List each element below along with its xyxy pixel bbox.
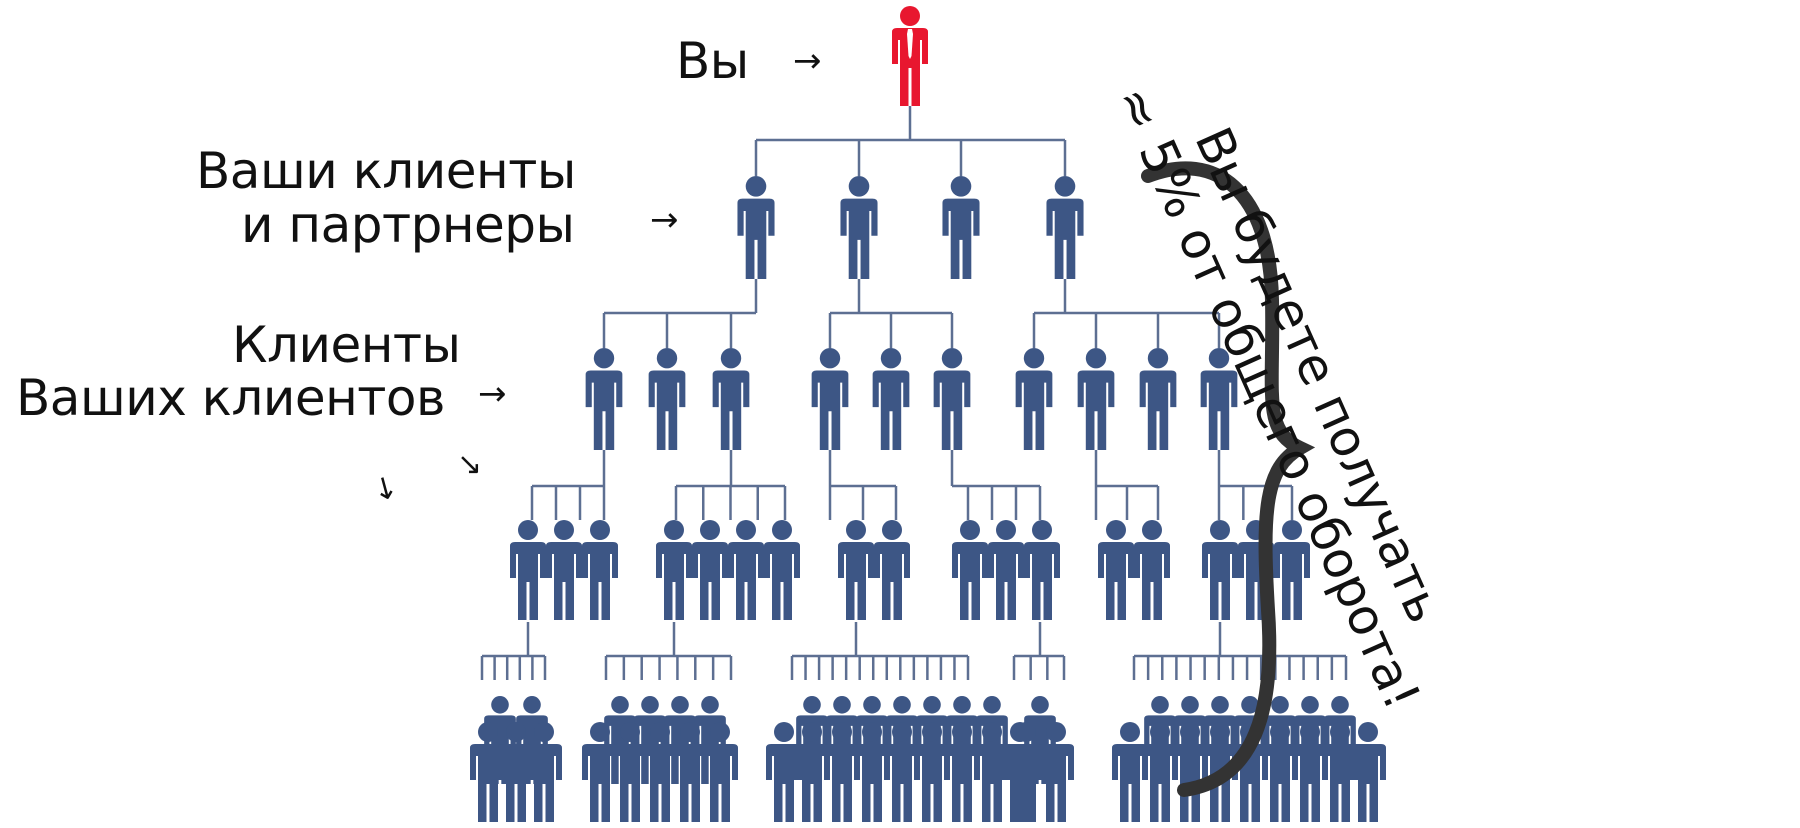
arrow-right-icon: →: [793, 41, 822, 81]
subclient-person-icon: [838, 520, 874, 620]
client-person-icon: [585, 348, 623, 450]
crowd-person-icon: [1292, 722, 1328, 822]
curly-brace: [1141, 161, 1316, 797]
client-person-icon: [1200, 348, 1238, 450]
subclient-person-icon: [510, 520, 546, 620]
crowd-person-icon: [612, 722, 648, 822]
subclient-person-icon: [546, 520, 582, 620]
client-person-icon: [811, 348, 849, 450]
crowd-person-icon: [1038, 722, 1074, 822]
crowd-person-icon: [914, 722, 950, 822]
crowd-person-icon: [672, 722, 708, 822]
subclient-person-icon: [656, 520, 692, 620]
partner-person-icon: [942, 176, 980, 279]
crowd-person-icon: [1008, 722, 1044, 822]
arrow-right-icon: →: [650, 200, 679, 240]
crowd-person-icon: [1322, 722, 1358, 822]
client-person-icon: [712, 348, 750, 450]
partner-person-icon: [1046, 176, 1084, 279]
subclient-person-icon: [1202, 520, 1238, 620]
subclient-person-icon: [874, 520, 910, 620]
label-you: Вы: [676, 32, 749, 90]
subclient-person-icon: [952, 520, 988, 620]
crowd-person-icon: [854, 722, 890, 822]
client-person-icon: [648, 348, 686, 450]
subclient-person-icon: [1098, 520, 1134, 620]
subclient-person-icon: [764, 520, 800, 620]
tie-icon: [907, 29, 913, 59]
subclient-person-icon: [1274, 520, 1310, 620]
crowd-person-icon: [498, 722, 534, 822]
crowd-person-icon: [766, 722, 802, 822]
crowd-person-icon: [794, 722, 830, 822]
crowd-person-icon: [974, 722, 1010, 822]
client-person-icon: [1077, 348, 1115, 450]
crowd-person-icon: [702, 722, 738, 822]
crowd-person-icon: [1350, 722, 1386, 822]
crowd-person-icon: [642, 722, 678, 822]
label-clients-of-clients-line2: Ваших клиентов: [16, 369, 445, 427]
crowd-person-icon: [944, 722, 980, 822]
crowd-person-icon: [470, 722, 506, 822]
client-person-icon: [872, 348, 910, 450]
subclient-person-icon: [692, 520, 728, 620]
crowd-person-icon: [1112, 722, 1148, 822]
label-your-clients-line2: и партрнеры: [241, 196, 575, 254]
crowd-person-icon: [824, 722, 860, 822]
partner-person-icon: [737, 176, 775, 279]
subclient-person-icon: [1024, 520, 1060, 620]
subclient-person-icon: [728, 520, 764, 620]
crowd-person-icon: [1142, 722, 1178, 822]
subclient-person-icon: [988, 520, 1024, 620]
crowd-person-icon: [526, 722, 562, 822]
arrow-right-icon: →: [478, 374, 507, 414]
client-person-icon: [1139, 348, 1177, 450]
subclient-person-icon: [1134, 520, 1170, 620]
crowd-person-icon: [1262, 722, 1298, 822]
partner-person-icon: [840, 176, 878, 279]
label-clients-of-clients-line1: Клиенты: [232, 316, 461, 374]
crowd-person-icon: [884, 722, 920, 822]
you-person-icon: [892, 6, 928, 106]
crowd-person-icon: [582, 722, 618, 822]
label-your-clients-line1: Ваши клиенты: [196, 142, 576, 200]
subclient-person-icon: [582, 520, 618, 620]
client-person-icon: [933, 348, 971, 450]
arrow-down-right-icon: ↘: [457, 447, 483, 482]
client-person-icon: [1015, 348, 1053, 450]
